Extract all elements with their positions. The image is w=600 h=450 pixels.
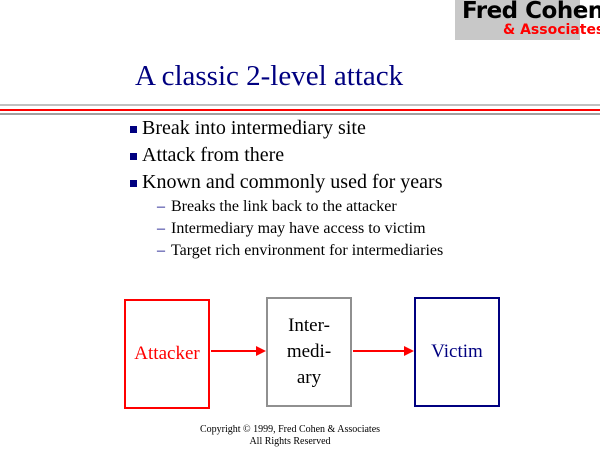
bullet-item: Attack from there [130, 144, 284, 167]
logo [455, 0, 580, 40]
bullet-icon [130, 180, 137, 187]
dash-icon: – [157, 198, 165, 215]
arrow-attacker-to-intermediary [211, 346, 266, 356]
bullet-icon [130, 153, 137, 160]
sub-bullet-item: –Breaks the link back to the attacker [157, 198, 397, 216]
logo-name: Fred Cohen [462, 0, 600, 24]
sub-bullet-item: –Target rich environment for intermediar… [157, 242, 443, 260]
slide-title: A classic 2-level attack [135, 60, 404, 92]
attacker-label: Attacker [134, 343, 200, 364]
copyright-text: Copyright © 1999, Fred Cohen & Associate… [199, 424, 381, 435]
victim-label: Victim [431, 341, 483, 362]
sub-bullet-text: Target rich environment for intermediari… [171, 242, 444, 259]
intermediary-label: ary [296, 367, 322, 388]
footer: Copyright © 1999, Fred Cohen & Associate… [0, 424, 580, 448]
victim-box: Victim [414, 297, 500, 407]
bullet-item: Known and commonly used for years [130, 171, 443, 194]
divider-gray-top [0, 104, 600, 106]
sub-bullet-text: Breaks the link back to the attacker [171, 198, 397, 215]
intermediary-box: Inter- medi- ary [266, 297, 352, 407]
rights-text: All Rights Reserved [249, 436, 331, 447]
divider-red [0, 109, 600, 111]
arrow-intermediary-to-victim [353, 346, 414, 356]
bullet-icon [130, 126, 137, 133]
bullet-item: Break into intermediary site [130, 117, 366, 140]
bullet-text: Break into intermediary site [142, 117, 366, 139]
bullet-text: Known and commonly used for years [142, 171, 443, 193]
sub-bullet-text: Intermediary may have access to victim [171, 220, 426, 237]
attacker-box: Attacker [124, 299, 210, 409]
bullet-text: Attack from there [142, 144, 285, 166]
divider-gray-bottom [0, 113, 600, 115]
logo-subtitle: & Associates [503, 22, 600, 38]
dash-icon: – [157, 220, 165, 237]
intermediary-label: Inter- [288, 315, 330, 336]
sub-bullet-item: –Intermediary may have access to victim [157, 220, 426, 238]
intermediary-label: medi- [286, 341, 332, 362]
dash-icon: – [157, 242, 165, 259]
